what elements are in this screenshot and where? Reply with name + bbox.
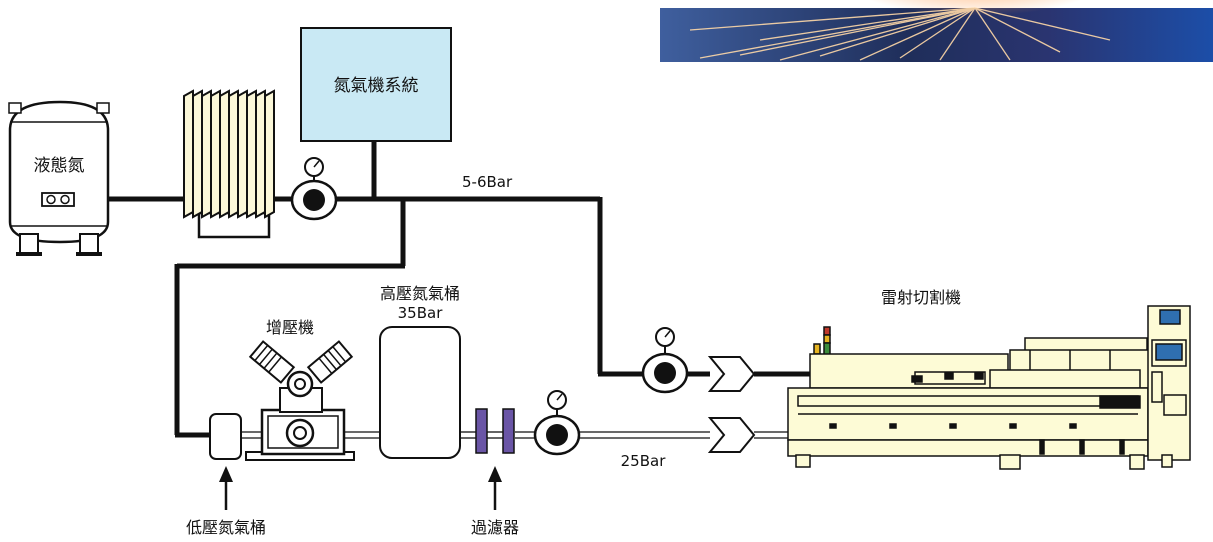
connector-chevron-icon [710, 418, 754, 452]
flow-meter-icon [643, 354, 687, 392]
flow-meter-icon [292, 181, 336, 219]
pressure-gauge-icon [548, 391, 566, 417]
low-pressure-tank-pointer-arrow [219, 466, 233, 510]
pressure-low-label: 5-6Bar [462, 173, 513, 191]
sparks-banner-image [660, 0, 1213, 62]
low-pressure-tank-label: 低壓氮氣桶 [186, 518, 266, 537]
booster-label: 增壓機 [266, 318, 314, 337]
vaporizer [184, 91, 274, 237]
connector-chevron-icon [710, 357, 754, 391]
pressure-high-line-label: 25Bar [621, 452, 667, 470]
filter-unit [476, 409, 514, 453]
liquid-nitrogen-label: 液態氮 [34, 156, 85, 176]
pressure-gauge-icon [305, 158, 323, 183]
tank-valve-icon [42, 193, 74, 206]
flow-meter-icon [535, 416, 579, 454]
liquid-nitrogen-tank [9, 102, 109, 256]
nitrogen-system-label: 氮氣機系統 [334, 76, 419, 96]
high-pressure-tank [380, 327, 460, 458]
laser-cutting-machine [788, 306, 1190, 469]
pressure-gauge-icon [656, 328, 674, 354]
low-pressure-tank [210, 414, 241, 459]
filter-label: 過濾器 [471, 518, 519, 537]
filter-pointer-arrow [488, 466, 502, 510]
high-pressure-value-label: 35Bar [398, 304, 444, 322]
laser-cutter-label: 雷射切割機 [881, 288, 961, 307]
high-pressure-tank-label: 高壓氮氣桶 [380, 284, 460, 303]
booster-compressor [246, 341, 354, 460]
